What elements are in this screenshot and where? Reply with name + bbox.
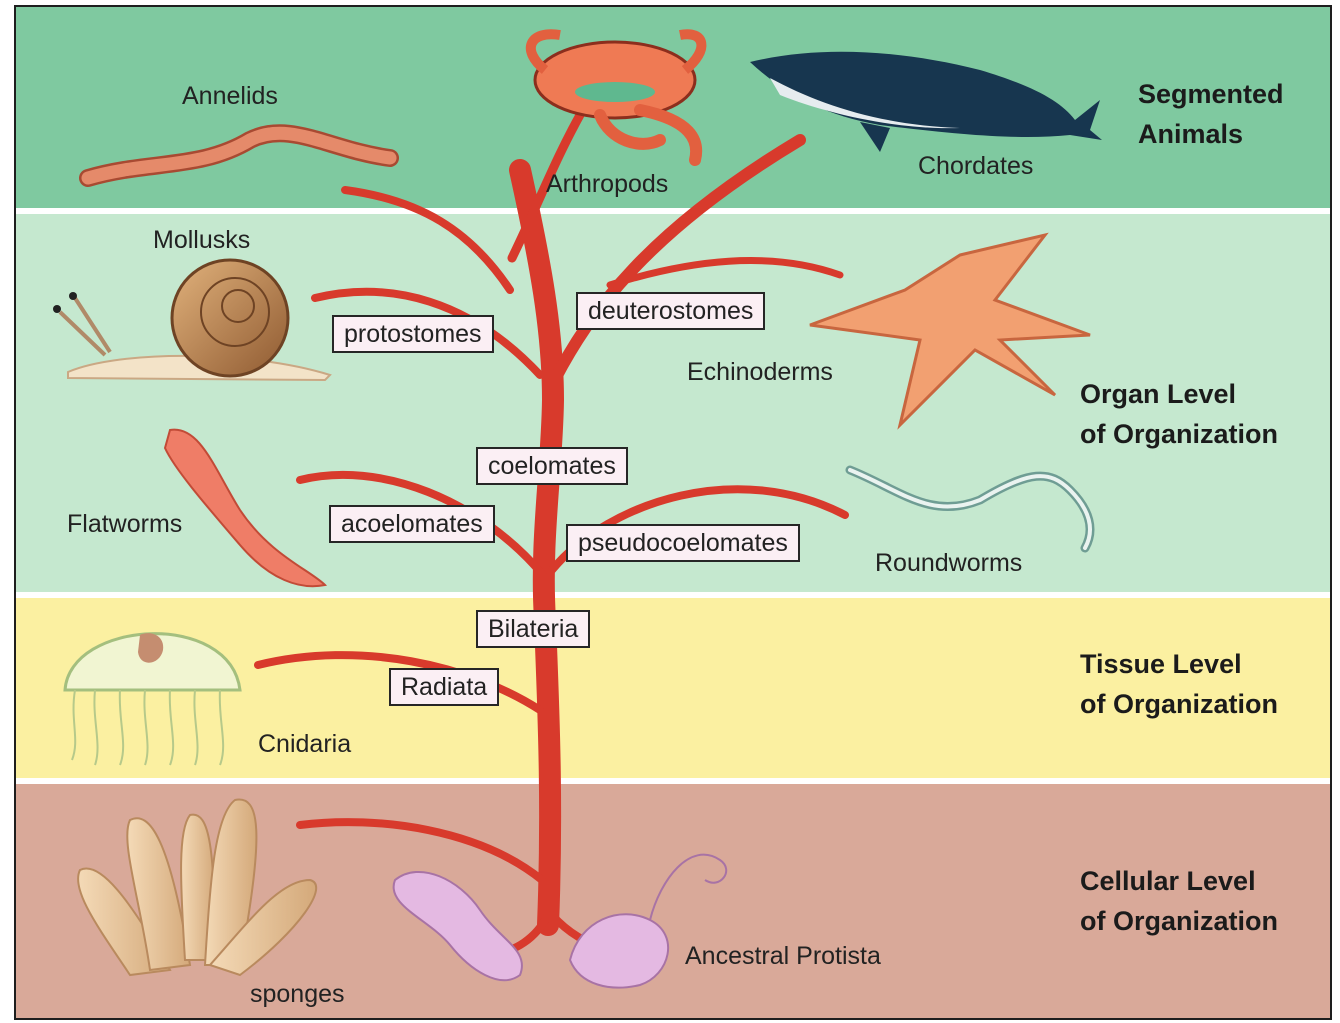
clade-deuterostomes: deuterostomes <box>576 292 765 330</box>
clade-coelomates: coelomates <box>476 447 628 485</box>
label-chordates: Chordates <box>918 152 1033 181</box>
sponge-colony <box>78 800 316 975</box>
crab <box>531 34 702 160</box>
flatworm <box>165 430 325 587</box>
clade-bilateria: Bilateria <box>476 610 590 648</box>
jellyfish <box>65 633 240 765</box>
level-tissue: Tissue Level of Organization <box>1080 644 1278 724</box>
label-arthropods: Arthropods <box>546 170 668 199</box>
label-roundworms: Roundworms <box>875 549 1022 578</box>
starfish <box>810 235 1090 425</box>
snail <box>53 260 330 380</box>
label-ancestral-protista: Ancestral Protista <box>685 942 881 971</box>
level-cellular: Cellular Level of Organization <box>1080 861 1278 941</box>
clade-acoelomates: acoelomates <box>329 505 495 543</box>
label-mollusks: Mollusks <box>153 226 250 255</box>
label-annelids: Annelids <box>182 82 278 111</box>
clade-radiata: Radiata <box>389 668 499 706</box>
label-cnidaria: Cnidaria <box>258 730 351 759</box>
label-echinoderms: Echinoderms <box>687 358 833 387</box>
level-organ: Organ Level of Organization <box>1080 374 1278 454</box>
clade-pseudocoelomates: pseudocoelomates <box>566 524 800 562</box>
label-sponges: sponges <box>250 980 345 1009</box>
branch-annelids <box>345 190 510 290</box>
roundworm <box>850 470 1090 548</box>
level-segmented-animals: Segmented Animals <box>1138 74 1284 154</box>
clade-protostomes: protostomes <box>332 315 494 353</box>
label-flatworms: Flatworms <box>67 510 182 539</box>
annelid-worm <box>88 133 390 178</box>
tree-trunk <box>520 170 553 925</box>
